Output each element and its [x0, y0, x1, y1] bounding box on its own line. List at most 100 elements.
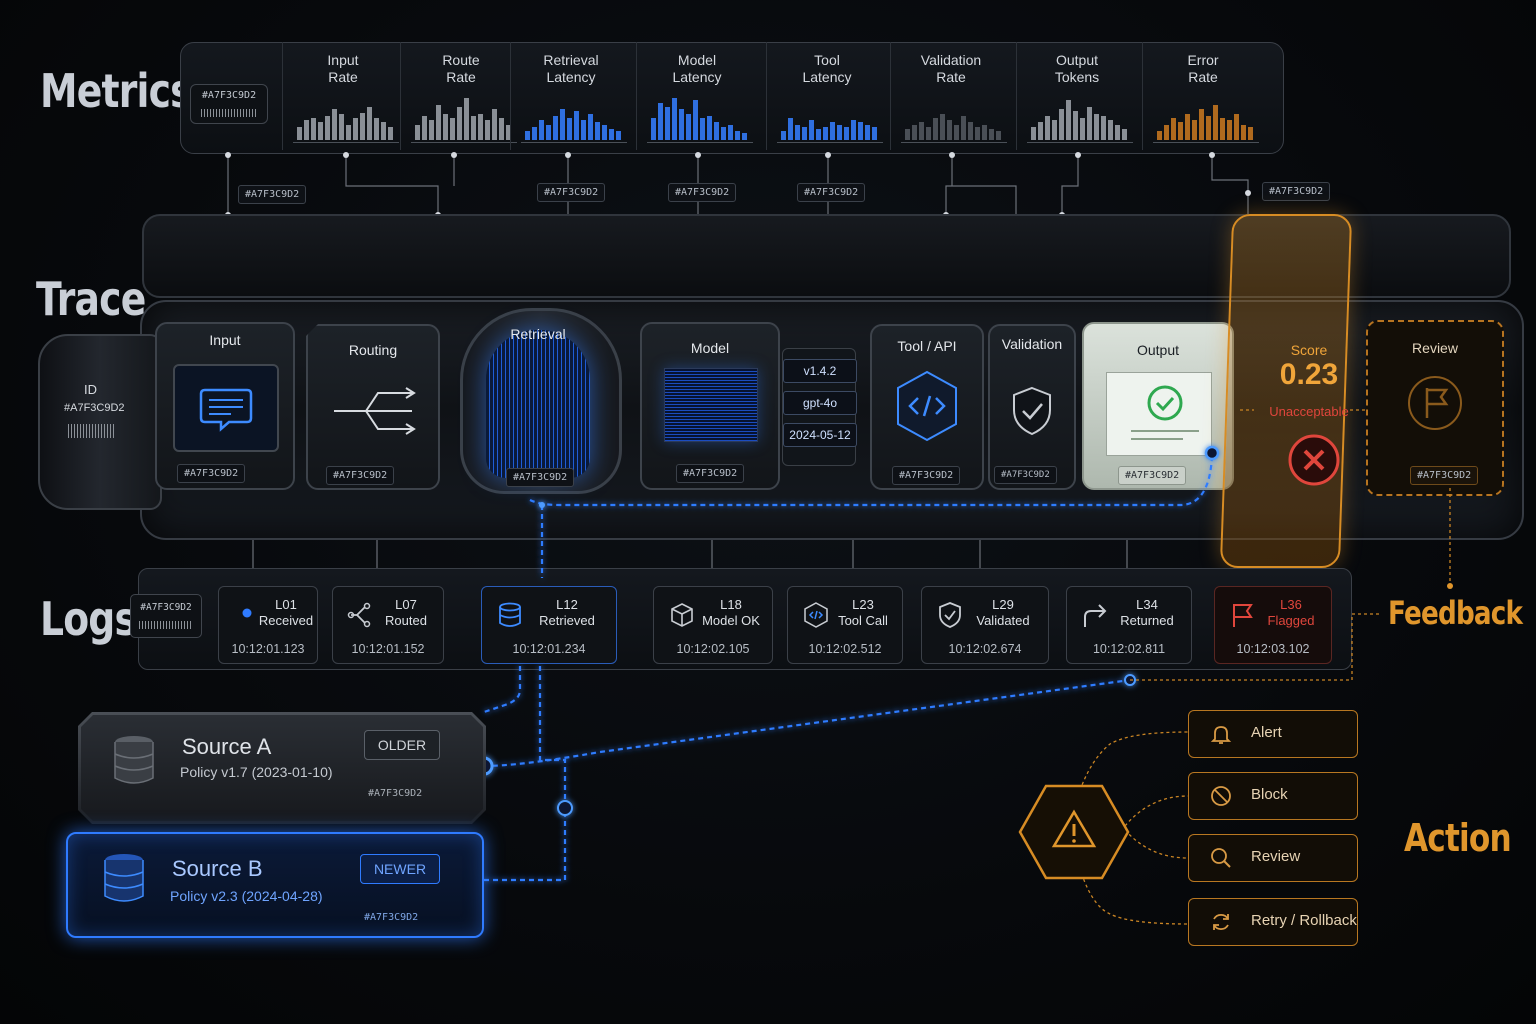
input-module[interactable]: Input #A7F3C9D2	[155, 322, 295, 490]
metric-column[interactable]: Tool Latency	[766, 42, 887, 150]
action-retry-button[interactable]: Retry / Rollback	[1188, 898, 1358, 946]
metric-bar	[353, 118, 358, 140]
action-review-label: Review	[1251, 848, 1301, 865]
score-panel: Score 0.23 Unacceptable	[1254, 322, 1364, 492]
metric-bar	[919, 122, 924, 140]
metric-bar	[1234, 114, 1239, 140]
tool-module[interactable]: Tool / API #A7F3C9D2	[870, 324, 984, 490]
metric-bar	[788, 118, 793, 140]
routing-hash: #A7F3C9D2	[326, 466, 395, 485]
log-id: L34	[1136, 597, 1158, 612]
log-timestamp: 10:12:02.105	[676, 642, 750, 656]
model-module[interactable]: Model #A7F3C9D2	[640, 322, 780, 490]
metric-bar	[464, 98, 469, 140]
metric-bar	[1087, 107, 1092, 140]
metric-column[interactable]: Validation Rate	[890, 42, 1011, 150]
metric-bar	[346, 125, 351, 140]
log-timestamp: 10:12:01.234	[512, 642, 586, 656]
magnifier-icon	[1211, 848, 1231, 868]
logs-heading: Logs	[40, 592, 137, 646]
metric-title: Error Rate	[1187, 52, 1219, 85]
metric-bar	[602, 125, 607, 140]
metric-bar	[560, 109, 565, 140]
metric-bar	[809, 120, 814, 140]
log-timestamp: 10:12:01.152	[351, 642, 425, 656]
barcode-icon	[68, 424, 114, 438]
action-block-button[interactable]: Block	[1188, 772, 1358, 820]
log-timestamp: 10:12:02.512	[808, 642, 882, 656]
retrieval-core	[486, 330, 590, 478]
retrieval-title: Retrieval	[510, 326, 566, 342]
metric-bar	[996, 131, 1001, 140]
barcode-icon	[139, 621, 193, 629]
routing-module[interactable]: Routing #A7F3C9D2	[306, 324, 440, 490]
model-title: Model	[690, 340, 730, 356]
metric-bar	[679, 109, 684, 140]
log-message: Validated	[976, 613, 1030, 628]
model-name: gpt-4o	[783, 391, 857, 415]
source-b-card[interactable]: Source B Policy v2.3 (2024-04-28) NEWER …	[66, 832, 480, 934]
retrieval-hash: #A7F3C9D2	[506, 468, 575, 487]
validation-title: Validation	[1001, 336, 1063, 352]
metric-column[interactable]: Output Tokens	[1016, 42, 1137, 150]
input-screen	[173, 364, 279, 452]
validation-module[interactable]: Validation #A7F3C9D2	[988, 324, 1076, 490]
metric-column[interactable]: Model Latency	[636, 42, 757, 150]
review-module[interactable]: Review #A7F3C9D2	[1366, 320, 1504, 496]
log-timestamp: 10:12:02.674	[948, 642, 1022, 656]
model-version: v1.4.2	[783, 359, 857, 383]
log-message: Received	[258, 613, 314, 628]
metric-bar	[450, 118, 455, 140]
bell-icon	[1210, 726, 1232, 744]
metric-sparkline	[293, 90, 399, 143]
metric-column[interactable]: Error Rate	[1142, 42, 1263, 150]
metric-column[interactable]: Retrieval Latency	[510, 42, 631, 150]
trace-id-value: #A7F3C9D2	[64, 402, 125, 414]
log-message: Model OK	[702, 613, 760, 628]
input-hash: #A7F3C9D2	[177, 464, 246, 483]
check-circle-icon	[1131, 385, 1199, 440]
metric-bar	[318, 122, 323, 140]
metric-bar	[457, 107, 462, 140]
output-module[interactable]: Output #A7F3C9D2	[1082, 322, 1234, 490]
branch-icon	[347, 602, 371, 628]
source-a-card[interactable]: Source A Policy v1.7 (2023-01-10) OLDER …	[78, 712, 486, 824]
log-message: Flagged	[1267, 613, 1315, 628]
metric-bar	[311, 118, 316, 140]
connector-tag-1: #A7F3C9D2	[238, 185, 307, 204]
action-alert-button[interactable]: Alert	[1188, 710, 1358, 758]
source-b-badge: NEWER	[360, 854, 440, 884]
log-message: Routed	[385, 613, 427, 628]
connector-tag-2: #A7F3C9D2	[537, 183, 606, 202]
retrieval-module[interactable]: Retrieval #A7F3C9D2	[460, 308, 622, 494]
flag-icon	[1233, 604, 1253, 627]
metric-bar	[443, 114, 448, 140]
source-b-hash: #A7F3C9D2	[364, 912, 419, 923]
metric-sparkline	[521, 90, 627, 143]
action-review-button[interactable]: Review	[1188, 834, 1358, 882]
log-message: Retrieved	[539, 613, 595, 628]
metric-bar	[844, 127, 849, 140]
metric-column[interactable]: Route Rate	[400, 42, 521, 150]
metric-column[interactable]: Input Rate	[282, 42, 403, 150]
metric-bar	[912, 125, 917, 140]
metric-bar	[1066, 100, 1071, 140]
connector-tag-4: #A7F3C9D2	[797, 183, 866, 202]
metric-bar	[947, 120, 952, 140]
source-b-policy: Policy v2.3 (2024-04-28)	[170, 888, 323, 904]
model-hash: #A7F3C9D2	[676, 464, 745, 483]
metric-sparkline	[777, 90, 883, 143]
shield-check-icon	[1013, 386, 1051, 436]
log-id: L12	[556, 597, 578, 612]
output-hash: #A7F3C9D2	[1118, 466, 1187, 485]
